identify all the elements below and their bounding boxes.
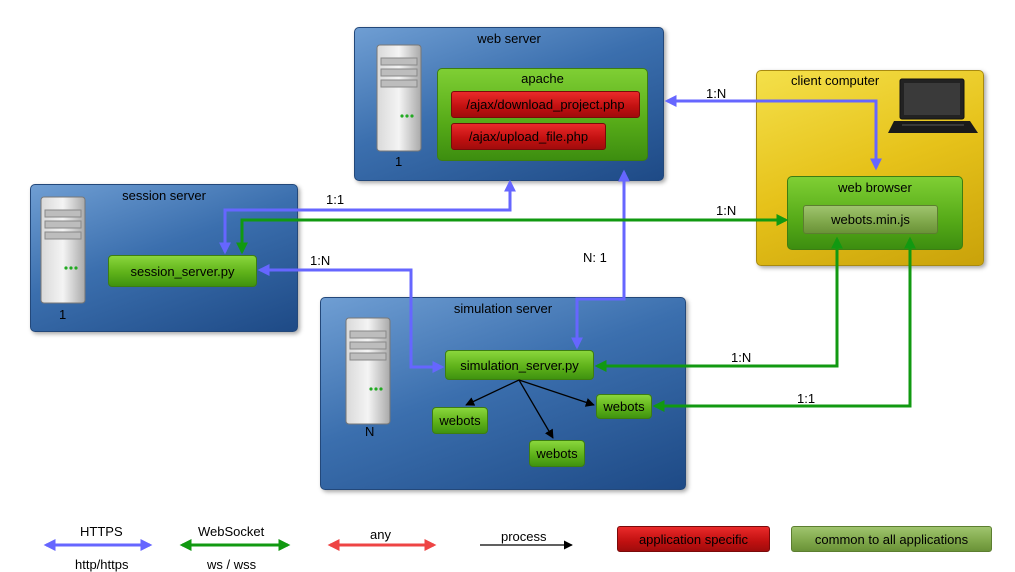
ws-browser-sim — [594, 236, 843, 372]
process-arrow — [465, 379, 520, 406]
legend-websocket-label: WebSocket — [198, 524, 265, 539]
web-server-count: 1 — [395, 154, 403, 169]
cardinality-client-web: 1:N — [706, 86, 727, 101]
ws-session-browser — [236, 214, 789, 255]
https-session-sim — [257, 264, 445, 373]
server-icon — [376, 44, 422, 157]
legend-process-label: process — [501, 529, 547, 544]
cardinality-sim-web: N: 1 — [583, 250, 607, 265]
legend-https-sub: http/https — [75, 557, 129, 572]
cardinality-browser-sim: 1:N — [731, 350, 752, 365]
session-server-title: session server — [122, 188, 206, 203]
cardinality-session-web: 1:1 — [326, 192, 345, 207]
ws-browser-webots — [652, 236, 916, 412]
client-computer-title: client computer — [791, 73, 880, 88]
session-server-py: session_server.py — [108, 255, 257, 287]
webots-min-js: webots.min.js — [803, 205, 938, 234]
upload-file-endpoint: /ajax/upload_file.php — [451, 123, 606, 150]
cardinality-session-sim: 1:N — [310, 253, 331, 268]
apache-title: apache — [521, 71, 564, 86]
https-session-web — [219, 179, 516, 255]
legend-https-label: HTTPS — [80, 524, 123, 539]
webots-process-2: webots — [529, 440, 585, 467]
simulation-server-title: simulation server — [453, 301, 553, 316]
legend-any-label: any — [370, 527, 391, 542]
simulation-server-count: N — [365, 424, 375, 439]
legend-application-specific: application specific — [617, 526, 770, 552]
cardinality-session-browser: 1:N — [716, 203, 737, 218]
web-server-title: web server — [477, 31, 541, 46]
server-icon — [40, 196, 86, 309]
process-arrow — [518, 379, 595, 407]
web-browser-title: web browser — [838, 180, 912, 195]
download-project-endpoint: /ajax/download_project.php — [451, 91, 640, 118]
legend-common: common to all applications — [791, 526, 992, 552]
legend-websocket-sub: ws / wss — [207, 557, 257, 572]
webots-process-3: webots — [596, 394, 652, 419]
cardinality-browser-webots: 1:1 — [797, 391, 816, 406]
process-arrow — [518, 379, 554, 439]
laptop-icon — [888, 77, 980, 140]
webots-process-1: webots — [432, 407, 488, 434]
https-client-web — [664, 95, 882, 171]
session-server-count: 1 — [59, 307, 67, 322]
